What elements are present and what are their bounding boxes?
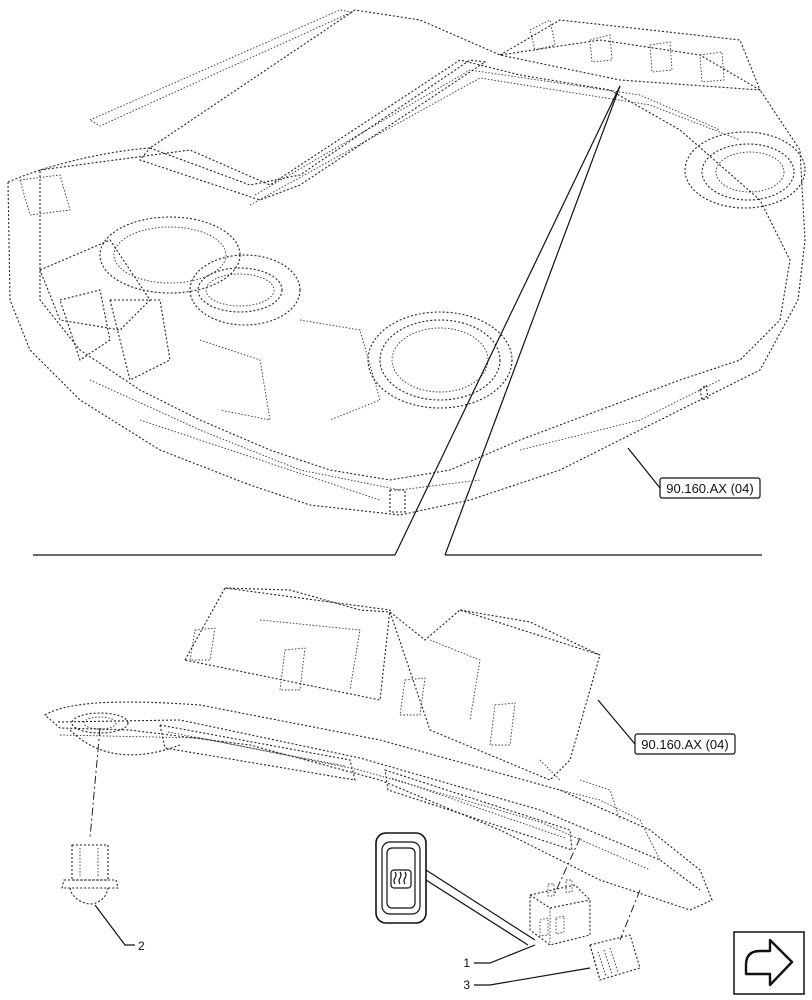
callout-1-number: 1 [463,956,470,970]
console-detail-view [44,587,713,911]
reference-upper: 90.160.AX (04) [627,447,761,499]
rear-window-defrost-icon [390,869,412,889]
reference-upper-text: 90.160.AX (04) [666,481,753,496]
switch-part [529,879,591,946]
arrow-return-icon[interactable] [733,931,805,995]
callout-2-number: 2 [138,939,145,953]
reference-lower: 90.160.AX (04) [597,699,736,755]
cab-roof-view [7,9,806,516]
detail-projection-lines [33,85,762,556]
connector-part [589,934,641,981]
callout-3-number: 3 [463,978,470,992]
callout-2: 2 [94,904,145,953]
callout-1: 1 [463,944,536,970]
bulb-part [61,844,119,905]
rocker-switch-inset [375,832,536,946]
reference-lower-text: 90.160.AX (04) [641,737,728,752]
callout-3: 3 [463,967,591,992]
assembly-center-lines [89,727,641,941]
